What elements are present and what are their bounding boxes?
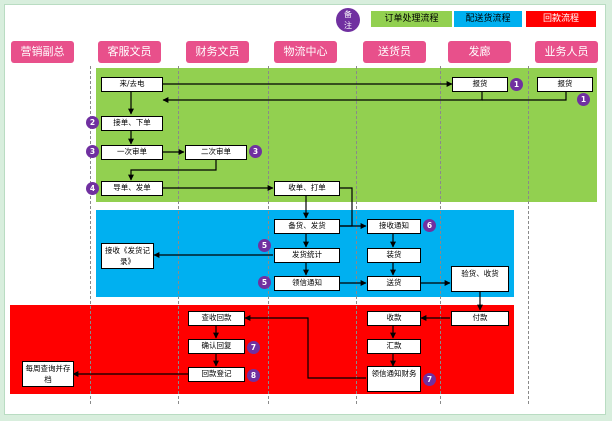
- lane-divider: [268, 66, 269, 404]
- box-weekly-archive: 每周查询并存档: [22, 361, 74, 387]
- box-payment-register: 回款登记: [188, 367, 245, 382]
- step-badge: 8: [247, 369, 260, 382]
- box-remit: 汇款: [367, 339, 421, 354]
- note-badge: 备 注: [336, 8, 360, 32]
- box-first-review: 一次审单: [101, 145, 163, 160]
- box-collect: 收款: [367, 311, 421, 326]
- lane-header-logistics: 物流中心: [274, 41, 337, 63]
- lane-header-salon: 发廊: [448, 41, 511, 63]
- lane-divider: [528, 66, 529, 404]
- box-inspect-receive: 验货、收货: [451, 266, 509, 292]
- legend-delivery: 配送货流程: [454, 11, 522, 27]
- lane-divider: [440, 66, 441, 404]
- box-order-salon: 报货: [452, 77, 508, 92]
- box-second-review: 二次审单: [185, 145, 247, 160]
- lane-divider: [356, 66, 357, 404]
- connector: [244, 315, 366, 379]
- box-pick-ship: 备货、发货: [274, 219, 340, 234]
- step-badge: 1: [577, 93, 590, 106]
- box-accept-order: 接单、下单: [101, 116, 163, 131]
- step-badge: 1: [510, 78, 523, 91]
- box-order-sales: 报货: [537, 77, 593, 92]
- step-badge: 7: [423, 373, 436, 386]
- connector: [482, 92, 567, 101]
- legend-order: 订单处理流程: [371, 11, 452, 27]
- box-print-send: 导单、发单: [101, 181, 163, 196]
- box-call: 来/去电: [101, 77, 163, 92]
- box-receive-record: 接收《发货记录》: [101, 243, 154, 269]
- lane-header-service-clerk: 客服文员: [98, 41, 161, 63]
- box-notify-finance: 领信通知财务: [367, 366, 421, 392]
- step-badge: 7: [247, 341, 260, 354]
- connector: [339, 187, 353, 227]
- lane-header-sales-staff: 业务人员: [535, 41, 598, 63]
- step-badge: 3: [249, 145, 262, 158]
- box-receipt-notice: 领信通知: [274, 276, 340, 291]
- box-check-payment: 查收回款: [188, 311, 245, 326]
- lane-header-finance-clerk: 财务文员: [186, 41, 249, 63]
- lane-divider: [90, 66, 91, 404]
- step-badge: 6: [423, 219, 436, 232]
- box-confirm-reply: 确认回复: [188, 339, 245, 354]
- lane-header-sales-vp: 营销副总: [11, 41, 74, 63]
- connector: [162, 92, 483, 103]
- lane-header-courier: 送货员: [363, 41, 426, 63]
- box-receive-notice: 接收通知: [367, 219, 421, 234]
- legend-payment: 回款流程: [526, 11, 596, 27]
- box-pay: 付款: [451, 311, 509, 326]
- box-load: 装货: [367, 248, 421, 263]
- connector: [128, 160, 217, 181]
- step-badge: 2: [86, 116, 99, 129]
- box-ship-stats: 发货统计: [274, 248, 340, 263]
- lane-divider: [178, 66, 179, 404]
- box-receive-print: 收单、打单: [274, 181, 340, 196]
- box-deliver: 送货: [367, 276, 421, 291]
- step-badge: 5: [258, 239, 271, 252]
- step-badge: 5: [258, 276, 271, 289]
- step-badge: 3: [86, 145, 99, 158]
- step-badge: 4: [86, 182, 99, 195]
